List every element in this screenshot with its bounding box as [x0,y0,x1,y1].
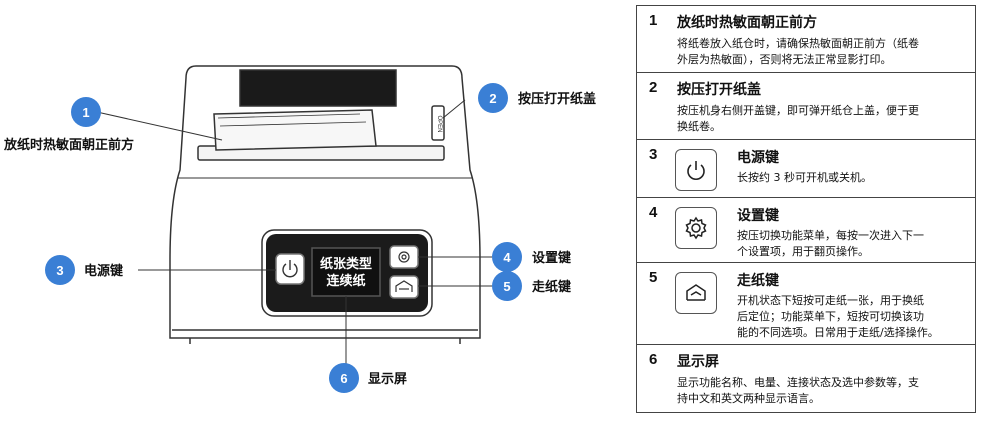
callout-label: 电源键 [84,263,123,279]
gear-button-icon [398,251,410,263]
legend-title: 设置键 [737,208,779,224]
legend-number: 2 [649,79,658,96]
legend-row-1: 1 放纸时热敏面朝正前方 将纸卷放入纸仓时，请确保热敏面朝正前方（纸卷 外层为热… [637,6,975,73]
callout-6: 6 显示屏 [329,363,407,393]
legend-desc: 开机状态下短按可走纸一张，用于换纸 后定位；功能菜单下，短按可切换该功 能的不同… [737,293,939,341]
callout-label: 显示屏 [368,372,407,387]
callout-label: 设置键 [532,250,571,266]
legend-desc-line: 后定位；功能菜单下，短按可切换该功 [737,310,924,323]
legend-title: 显示屏 [677,354,719,370]
paper-feed-button-icon [395,280,413,292]
legend-desc-line: 开机状态下短按可走纸一张，用于换纸 [737,294,924,307]
callout-badge [492,271,522,301]
callout-badge [329,363,359,393]
callout-label: 放纸时热敏面朝正前方 [3,137,134,153]
callout-badge [45,255,75,285]
legend-number: 5 [649,269,658,286]
legend-title: 电源键 [737,150,779,166]
callout-badge [71,97,101,127]
legend-desc: 按压机身右侧开盖键，即可弹开纸仓上盖，便于更 换纸卷。 [677,103,919,135]
legend-row-3: 3 电源键 长按约 3 秒可开机或关机。 [637,140,975,198]
callout-label: 按压打开纸盖 [518,91,596,107]
callout-number: 5 [503,279,510,294]
callout-1: 1 放纸时热敏面朝正前方 [3,97,134,153]
callout-number: 6 [340,371,347,386]
legend-number: 6 [649,351,658,368]
callout-number: 2 [489,91,496,106]
legend-number: 4 [649,204,658,221]
legend-title: 放纸时热敏面朝正前方 [677,15,817,31]
legend-desc: 显示功能名称、电量、连接状态及选中参数等，支 持中文和英文两种显示语言。 [677,375,919,407]
gear-icon [675,207,717,249]
leader-lines [96,99,492,370]
callout-4: 4 设置键 [492,242,571,272]
legend-row-6: 6 显示屏 显示功能名称、电量、连接状态及选中参数等，支 持中文和英文两种显示语… [637,345,975,412]
legend-table: 1 放纸时热敏面朝正前方 将纸卷放入纸仓时，请确保热敏面朝正前方（纸卷 外层为热… [636,5,976,413]
legend-number: 3 [649,146,658,163]
legend-title: 走纸键 [737,273,779,289]
callout-label: 走纸键 [532,279,571,295]
legend-desc-line: 显示功能名称、电量、连接状态及选中参数等，支 [677,376,919,389]
legend-title: 按压打开纸盖 [677,82,761,98]
callout-2: 2 按压打开纸盖 [478,83,596,113]
legend-row-5: 5 走纸键 开机状态下短按可走纸一张，用于换纸 后定位；功能菜单下，短按可切换该… [637,263,975,345]
lcd-line-2: 连续纸 [326,273,365,289]
callout-badge [478,83,508,113]
power-icon [675,149,717,191]
lcd-line-1: 纸张类型 [320,256,372,272]
legend-desc: 长按约 3 秒可开机或关机。 [737,170,872,186]
callout-5: 5 走纸键 [492,271,571,301]
legend-desc-line: 能的不同选项。日常用于走纸/选择操作。 [737,326,939,339]
legend-desc: 将纸卷放入纸仓时，请确保热敏面朝正前方（纸卷 外层为热敏面），否则将无法正常显影… [677,36,919,68]
power-button-icon [282,260,298,278]
side-button-text: OPEN [436,115,442,132]
legend-desc-line: 按压机身右侧开盖键，即可弹开纸仓上盖，便于更 [677,104,919,117]
legend-row-2: 2 按压打开纸盖 按压机身右侧开盖键，即可弹开纸仓上盖，便于更 换纸卷。 [637,73,975,140]
legend-desc-line: 外层为热敏面），否则将无法正常显影打印。 [677,53,892,66]
paper-feed-icon [675,272,717,314]
legend-row-4: 4 设置键 按压切换功能菜单，每按一次进入下一 个设置项，用于翻页操作。 [637,198,975,263]
callout-badge [492,242,522,272]
legend-desc-line: 持中文和英文两种显示语言。 [677,392,820,405]
callout-number: 1 [82,105,89,120]
legend-desc-line: 按压切换功能菜单，每按一次进入下一 [737,229,924,242]
legend-desc-line: 长按约 3 秒可开机或关机。 [737,171,872,184]
legend-desc-line: 换纸卷。 [677,120,721,133]
callout-3: 3 电源键 [45,255,123,285]
callout-number: 4 [503,250,511,265]
legend-desc-line: 个设置项，用于翻页操作。 [737,245,869,258]
legend-desc-line: 将纸卷放入纸仓时，请确保热敏面朝正前方（纸卷 [677,37,919,50]
callout-number: 3 [56,263,63,278]
legend-number: 1 [649,12,658,29]
printer-illustration: OPEN [169,65,481,344]
legend-desc: 按压切换功能菜单，每按一次进入下一 个设置项，用于翻页操作。 [737,228,924,260]
